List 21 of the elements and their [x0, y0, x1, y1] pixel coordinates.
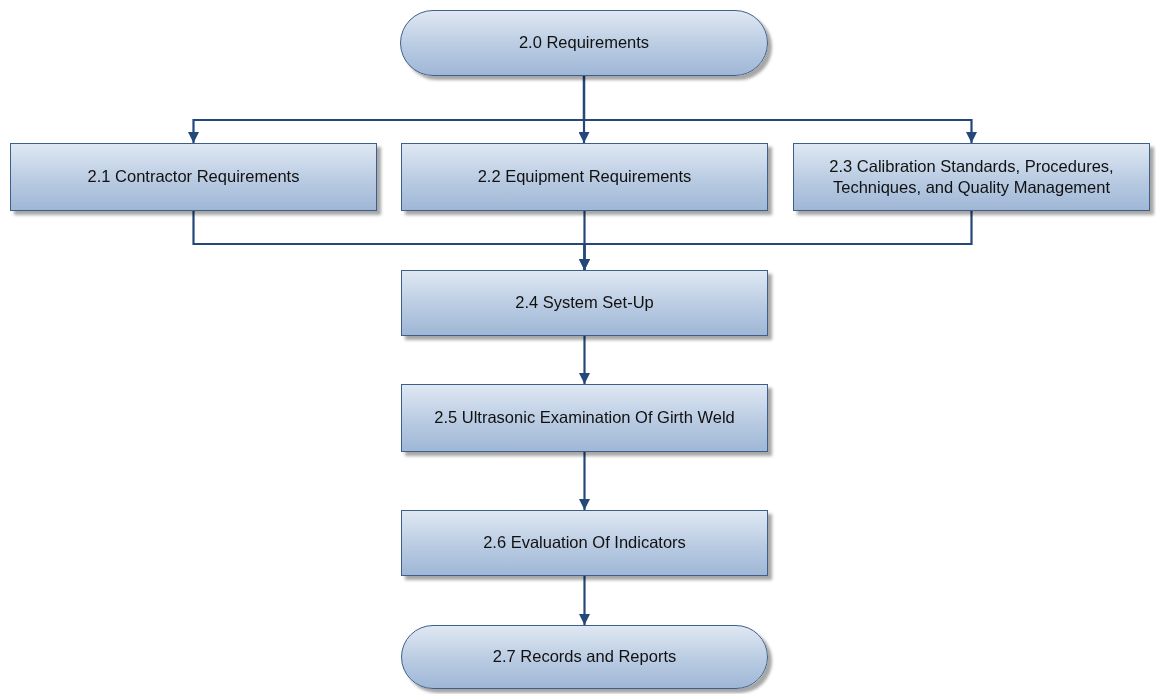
process-box [401, 143, 768, 211]
process-box [401, 270, 768, 336]
arrow [579, 576, 590, 625]
terminal-box [401, 625, 768, 689]
arrow [579, 211, 973, 270]
box-label: 2.2 Equipment Requirements [477, 166, 692, 188]
arrow [582, 76, 977, 143]
arrow [579, 452, 590, 510]
arrow [579, 336, 590, 384]
process-box [793, 143, 1150, 211]
box-label: 2.7 Records and Reports [492, 646, 677, 668]
box-label: 2.6 Evaluation Of Indicators [483, 532, 686, 554]
process-box [401, 510, 768, 576]
box-label: 2.5 Ultrasonic Examination Of Girth Weld [434, 407, 735, 429]
box-label: 2.0 Requirements [518, 32, 650, 54]
process-box [401, 384, 768, 452]
box-label: 2.4 System Set-Up [515, 292, 654, 314]
process-box [10, 143, 377, 211]
box-label: 2.1 Contractor Requirements [87, 166, 300, 188]
terminal-box [400, 10, 768, 76]
box-label: 2.3 Calibration Standards, Procedures, Techniques, and Quality Management [828, 155, 1115, 198]
